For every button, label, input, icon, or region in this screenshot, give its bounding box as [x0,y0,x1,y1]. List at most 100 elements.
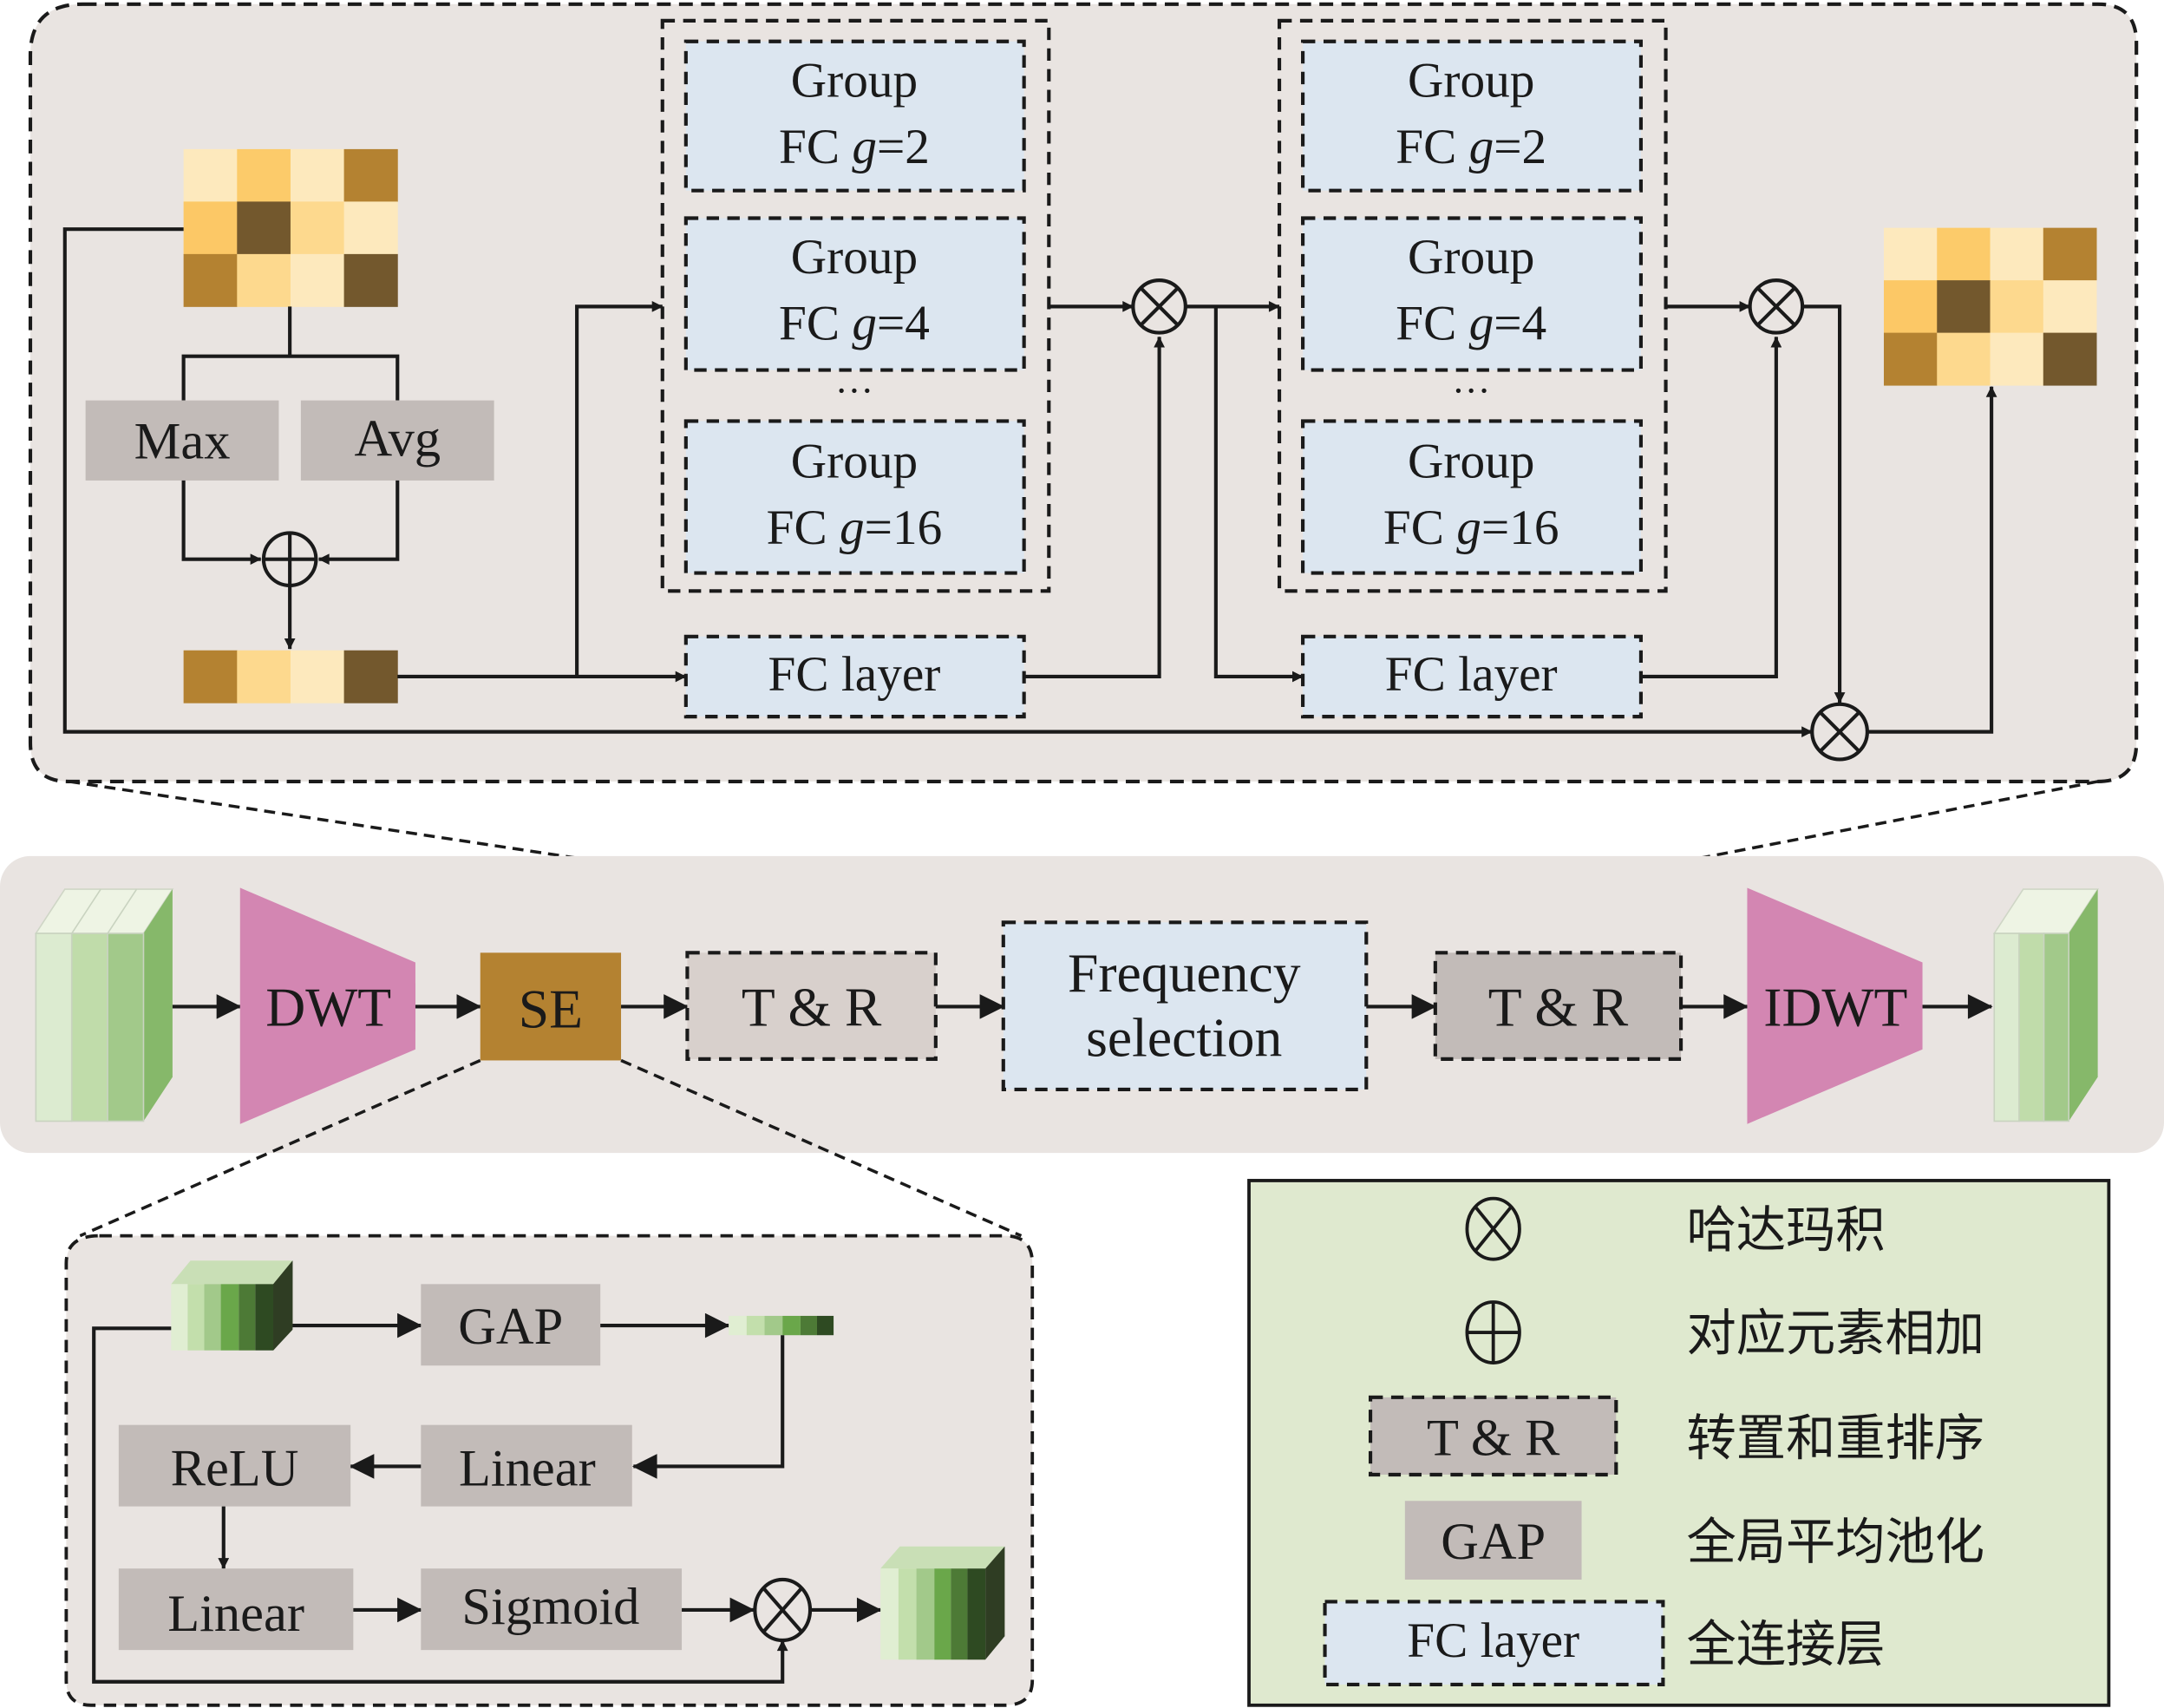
connector [181,354,400,401]
heatmap-cell [2043,280,2097,334]
heatmap-cell [1883,280,1938,334]
hadamard-product-icon [753,1577,813,1643]
element-wise-add-icon [1465,1300,1521,1364]
fc-layer-label: FC layer [1385,647,1558,702]
linear-label: Linear [459,1440,596,1498]
group-fc-block-g2: Group FC g=2 [1301,39,1644,193]
legend-label: 转置和重排序 [1686,1410,1984,1468]
heatmap-cell [2043,332,2097,386]
heatmap-cell [1883,227,1938,281]
relu-block: ReLU [118,1424,351,1507]
group-label: Group [791,435,918,489]
group-label: Group [791,230,918,285]
ellipsis: ··· [1452,369,1491,412]
heatmap-cell [183,253,238,307]
group-label: Group [1408,53,1534,108]
se-block[interactable]: SE [480,952,622,1061]
heatmap-cell [237,148,291,202]
group-label: Group [1408,230,1534,285]
relu-label: ReLU [171,1440,299,1498]
group-fc-block-g4: Group FC g=4 [1301,216,1644,372]
group-fc-block-g16: Group FC g=16 [683,419,1026,575]
heatmap-cell [1990,227,2044,281]
residual-connector [92,1326,788,1684]
heatmap-cell [1883,332,1938,386]
legend-item-gap: GAP 全局平均池化 [1404,1501,1984,1580]
idwt-block: IDWT [1747,887,1923,1124]
zoom-guide-line [69,780,1004,925]
hadamard-product-icon [1810,702,1869,762]
fc-g-label: FC g=4 [779,297,930,351]
heatmap-cell [343,201,398,255]
group-label: Group [1408,435,1534,489]
heatmap-cell [237,201,291,255]
legend-item-hadamard: 哈达玛积 [1465,1196,1886,1261]
connector [575,301,664,677]
max-pool-label: Max [134,412,231,470]
frequency-selection-detail-panel: Max Avg Group FC g=2 Group FC g=4 ··· [28,2,2139,784]
frequency-selection-block[interactable]: Frequency selection [1001,920,1369,1091]
ellipsis: ··· [835,369,874,412]
connector [1023,336,1165,679]
connector [1802,304,1846,703]
input-feature-heatmap [183,148,398,307]
connector [631,1335,785,1479]
fc-layer-block-1: FC layer [683,634,1026,719]
zoom-guide-line [79,1058,481,1238]
fc-g-label: FC g=16 [1383,501,1559,555]
hadamard-product-icon [1748,278,1805,335]
legend-item-fc-layer: FC layer 全连接层 [1323,1600,1886,1687]
gap-label: GAP [458,1298,563,1356]
hadamard-product-icon [1465,1196,1521,1261]
heatmap-cell [183,650,238,703]
linear-label: Linear [167,1585,304,1643]
transpose-reorder-block-right: T & R [1433,951,1683,1061]
connector [1640,336,1782,679]
residual-connector [62,227,1813,737]
gap-block: GAP [421,1284,601,1366]
element-wise-add-icon [261,531,318,587]
output-feature-heatmap [1883,227,2097,386]
selection-label: selection [1086,1007,1282,1069]
se-label: SE [519,978,583,1039]
legend-item-element-add: 对应元素相加 [1465,1300,1984,1364]
fc-g-label: FC g=16 [767,501,943,555]
heatmap-cell [1990,332,2044,386]
sigmoid-block: Sigmoid [421,1568,683,1651]
se-detail-panel: GAP Linear ReLU Linear Sigm [64,1234,1035,1707]
fc-layer-legend-symbol: FC layer [1407,1613,1579,1668]
connector [317,480,400,566]
legend-label: 对应元素相加 [1686,1305,1984,1363]
heatmap-cell [343,253,398,307]
zoom-guide-line [620,1058,1023,1238]
hadamard-product-icon [1131,278,1187,335]
fc-g-label: FC g=2 [1396,120,1546,174]
group-fc-block-g2: Group FC g=2 [683,39,1026,193]
legend-item-tr: T & R 转置和重排序 [1368,1395,1984,1477]
heatmap-cell [1937,227,1991,281]
input-feature-stack-icon [34,888,174,1122]
transpose-reorder-block-left: T & R [685,951,938,1061]
tr-legend-symbol: T & R [1427,1410,1560,1468]
fc-layer-label: FC layer [768,647,941,702]
legend-label: 全连接层 [1686,1615,1885,1673]
group-label: Group [791,53,918,108]
gap-output-vector-icon [729,1315,834,1336]
legend-label: 全局平均池化 [1686,1513,1984,1571]
linear-block-top: Linear [421,1424,632,1507]
connector [1867,386,1997,734]
heatmap-cell [343,650,398,703]
heatmap-cell [2043,227,2097,281]
fc-g-label: FC g=2 [779,120,930,174]
heatmap-cell [290,148,345,202]
fc-layer-block-2: FC layer [1301,634,1644,719]
heatmap-cell [290,201,345,255]
dwt-label: DWT [265,977,391,1038]
legend: 哈达玛积 对应元素相加 T & R 转置和重排序 GAP 全局平均池化 FC l… [1247,1179,2111,1707]
max-pool-box [85,400,279,481]
pooled-channel-vector [183,650,398,703]
heatmap-cell [343,148,398,202]
sigmoid-label: Sigmoid [461,1578,639,1636]
heatmap-cell [1937,280,1991,334]
fc-g-label: FC g=4 [1396,297,1546,351]
